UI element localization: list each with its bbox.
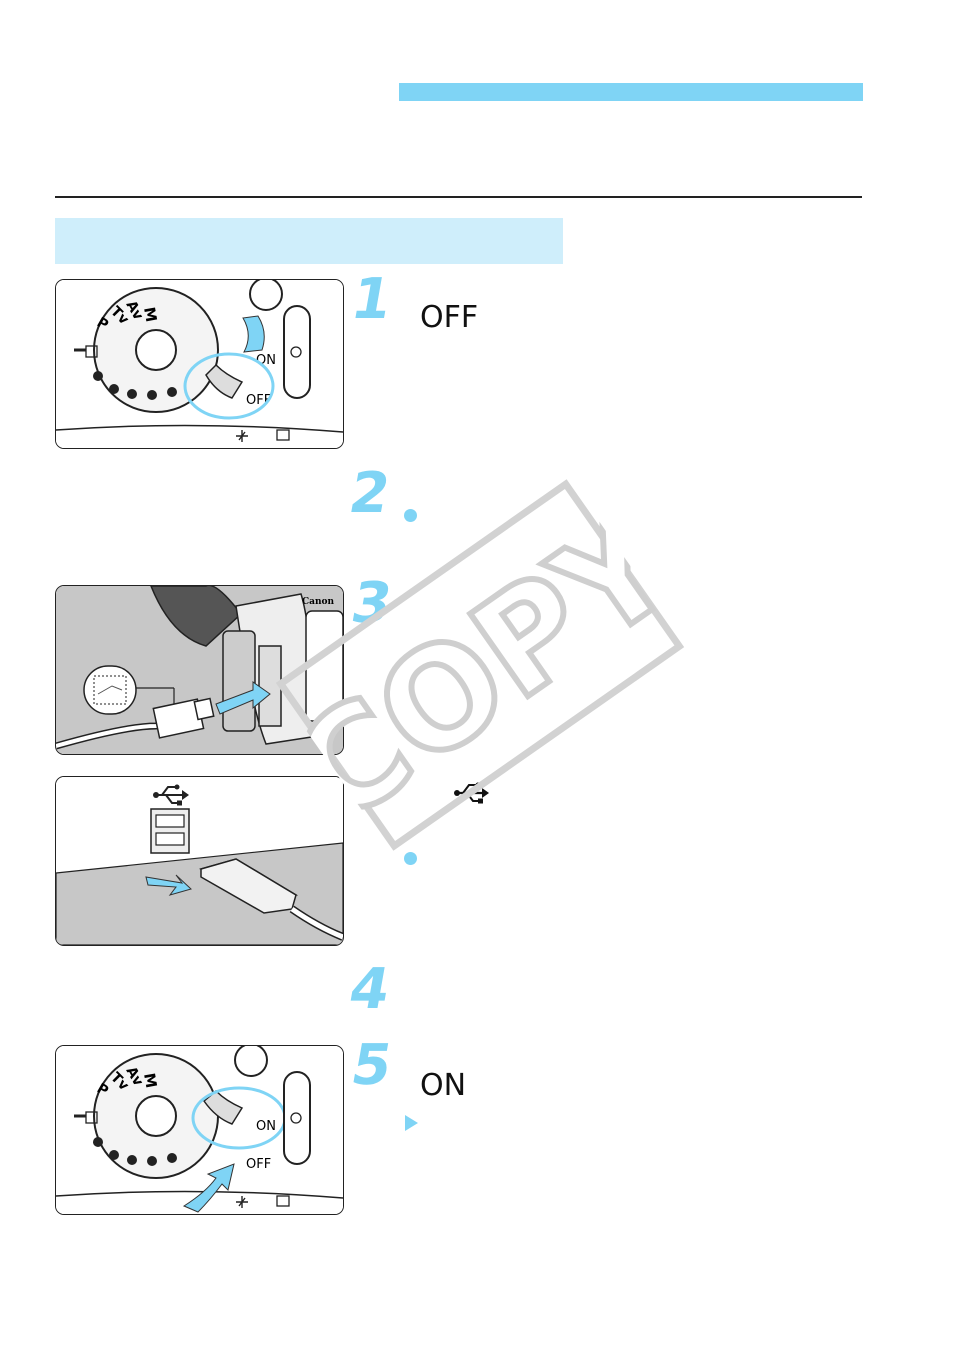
step-number-1: 1 [346,267,397,332]
bullet-icon [404,852,417,865]
step-number-4: 4 [344,957,395,1022]
camera-brand-label: Canon [302,597,335,607]
dial-mode-m: M [140,1072,160,1090]
switch-off-label: OFF [246,1157,271,1172]
title-accent-bar [399,83,863,101]
camera-top-illustration-on: M Av Tv P ON OFF [56,1046,343,1214]
bullet-icon [404,509,417,522]
switch-on-label: ON [256,1119,276,1134]
step-number-5: 5 [346,1033,397,1098]
figure-power-off: M Av Tv P ON OFF [55,279,344,449]
figure-power-on: M Av Tv P ON OFF [55,1045,344,1215]
bullet-icon [404,724,417,737]
step-5-switch-label: ON [420,1068,467,1103]
computer-port-illustration [56,777,343,945]
step-number-2: 2 [344,461,395,526]
switch-on-label: ON [256,353,276,368]
step-1-switch-label: OFF [420,300,479,335]
usb-symbol-icon [153,784,189,806]
camera-top-illustration-off: M Av Tv P ON OFF [56,280,343,448]
dial-mode-m: M [140,306,160,324]
bullet-icon [404,660,417,673]
figure-computer-usb-port [55,776,344,946]
title-rule [55,196,862,198]
result-arrow-icon [405,1115,418,1131]
section-heading-band [55,218,563,264]
